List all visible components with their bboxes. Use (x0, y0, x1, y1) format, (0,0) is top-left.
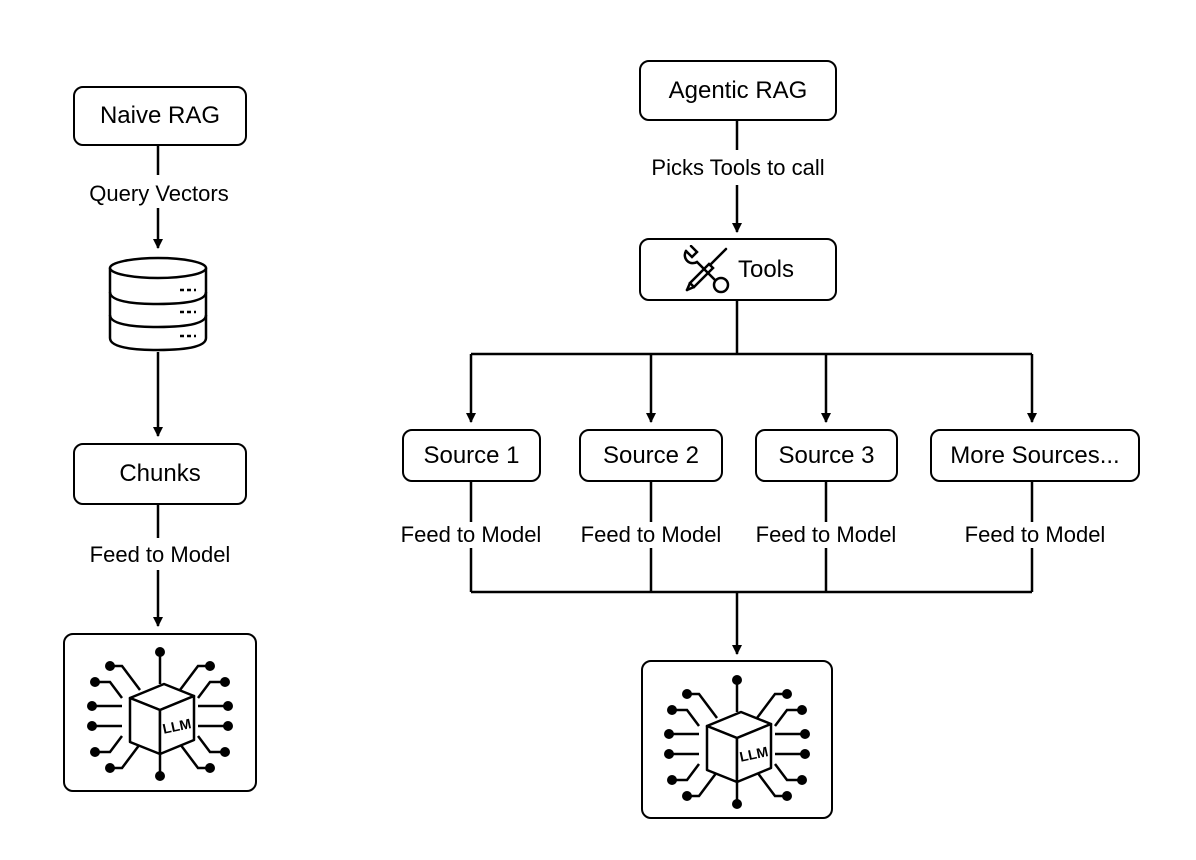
source-3-label: Source 3 (778, 441, 875, 469)
wrench-screwdriver-icon (683, 244, 730, 293)
picks-tools-label: Picks Tools to call (649, 155, 827, 181)
feed-label-2: Feed to Model (578, 522, 724, 548)
feed-label-1: Feed to Model (398, 522, 544, 548)
feed-label-3: Feed to Model (753, 522, 899, 548)
more-sources-label: More Sources... (950, 441, 1120, 469)
agentic-rag-title: Agentic RAG (668, 76, 808, 104)
tools-label: Tools (737, 255, 795, 283)
chunks-box: Chunks (73, 443, 247, 505)
more-sources-box: More Sources... (930, 429, 1140, 482)
tools-box: Tools (639, 238, 837, 301)
source-2-label: Source 2 (602, 441, 700, 469)
feed-label-4: Feed to Model (962, 522, 1108, 548)
source-1-box: Source 1 (402, 429, 541, 482)
source-1-label: Source 1 (423, 441, 520, 469)
agentic-rag-box: Agentic RAG (639, 60, 837, 121)
naive-rag-box: Naive RAG (73, 86, 247, 146)
database-icon (108, 256, 208, 352)
agentic-model-box (641, 660, 833, 819)
naive-feed-label: Feed to Model (87, 542, 233, 568)
source-2-box: Source 2 (579, 429, 723, 482)
agentic-connectors (466, 120, 1037, 655)
query-vectors-label: Query Vectors (87, 181, 231, 207)
naive-model-box (63, 633, 257, 792)
source-3-box: Source 3 (755, 429, 898, 482)
naive-rag-title: Naive RAG (99, 102, 221, 129)
chunks-label: Chunks (119, 460, 201, 487)
